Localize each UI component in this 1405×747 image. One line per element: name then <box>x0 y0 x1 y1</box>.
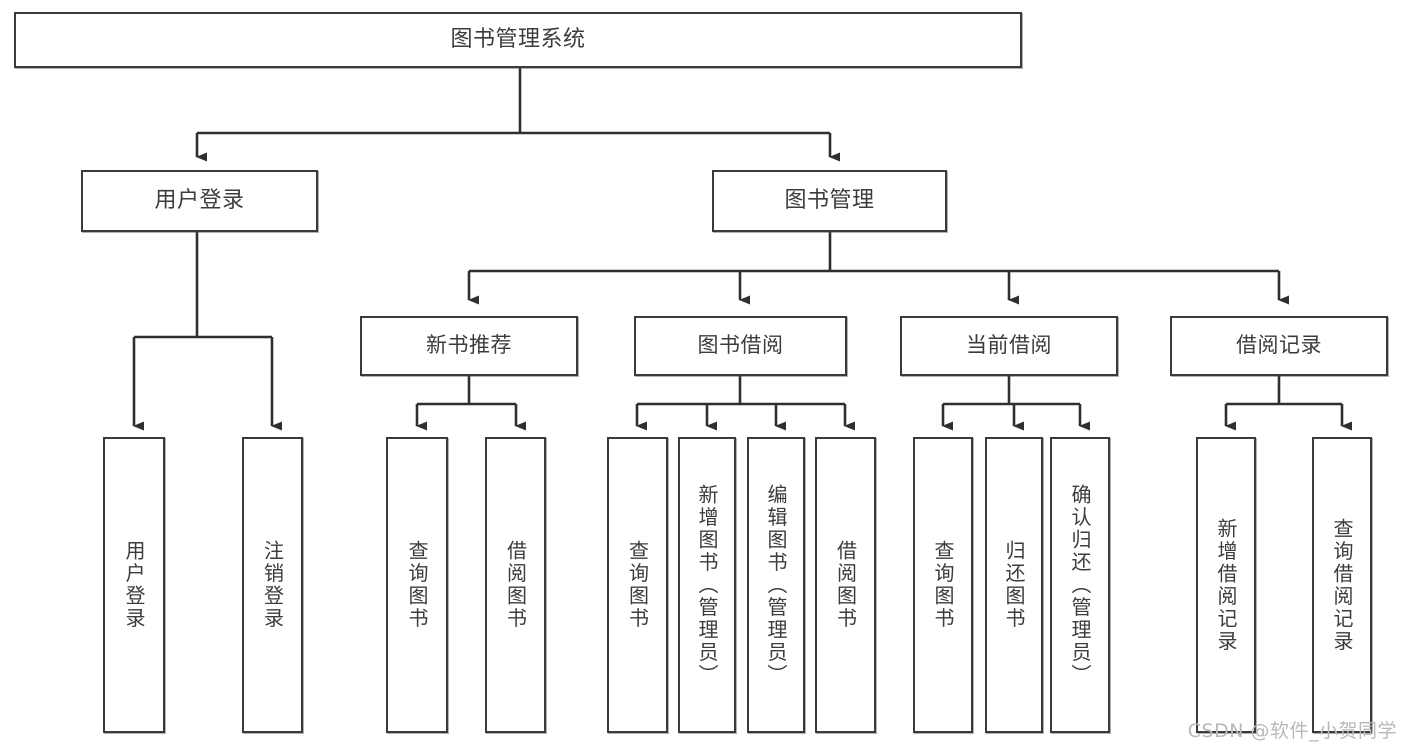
node-label: 新增图书（管理员） <box>695 483 719 687</box>
node-label: 用户登录 <box>122 540 146 630</box>
node-borrow-record[interactable]: 借阅记录 <box>1170 316 1388 376</box>
node-label: 图书借阅 <box>697 333 784 358</box>
node-label: 查询图书 <box>625 540 650 630</box>
csdn-watermark: CSDN @软件_小贺同学 <box>1187 720 1397 742</box>
node-label: 图书管理 <box>784 187 875 213</box>
node-label: 借阅图书 <box>503 540 528 630</box>
node-label: 查询图书 <box>931 540 955 630</box>
node-label: 当前借阅 <box>966 333 1052 358</box>
node-label: 借阅记录 <box>1236 333 1322 358</box>
node-leaf-query-book-2[interactable]: 查询图书 <box>607 437 668 733</box>
node-leaf-user-login[interactable]: 用户登录 <box>103 437 165 733</box>
node-leaf-borrow-book-2[interactable]: 借阅图书 <box>815 437 876 733</box>
node-leaf-query-book-1[interactable]: 查询图书 <box>386 437 448 733</box>
node-label: 新书推荐 <box>426 333 512 358</box>
node-leaf-confirm-return-admin[interactable]: 确认归还（管理员） <box>1050 437 1110 733</box>
node-new-book-recommend[interactable]: 新书推荐 <box>360 316 578 376</box>
node-label: 借阅图书 <box>833 540 858 630</box>
node-user-login[interactable]: 用户登录 <box>81 170 318 232</box>
node-leaf-edit-book-admin[interactable]: 编辑图书（管理员） <box>747 437 805 733</box>
node-leaf-logout-login[interactable]: 注销登录 <box>242 437 303 733</box>
node-label: 注销登录 <box>260 540 285 630</box>
node-root-system[interactable]: 图书管理系统 <box>14 12 1022 68</box>
node-label: 新增借阅记录 <box>1214 517 1238 653</box>
node-leaf-borrow-book-1[interactable]: 借阅图书 <box>485 437 546 733</box>
node-leaf-query-book-3[interactable]: 查询图书 <box>913 437 973 733</box>
node-label: 用户登录 <box>154 187 245 213</box>
node-leaf-add-borrow-record[interactable]: 新增借阅记录 <box>1196 437 1256 733</box>
node-book-borrow[interactable]: 图书借阅 <box>634 316 847 376</box>
node-label: 图书管理系统 <box>450 26 586 52</box>
node-label: 确认归还（管理员） <box>1068 483 1092 687</box>
node-label: 查询图书 <box>405 540 429 630</box>
node-label: 归还图书 <box>1002 540 1026 630</box>
node-leaf-query-borrow-record[interactable]: 查询借阅记录 <box>1312 437 1372 733</box>
node-label: 编辑图书（管理员） <box>764 483 788 687</box>
node-leaf-return-book[interactable]: 归还图书 <box>985 437 1043 733</box>
node-leaf-add-book-admin[interactable]: 新增图书（管理员） <box>678 437 736 733</box>
node-current-borrow[interactable]: 当前借阅 <box>900 316 1118 376</box>
node-label: 查询借阅记录 <box>1330 517 1354 653</box>
node-book-management[interactable]: 图书管理 <box>712 170 947 232</box>
